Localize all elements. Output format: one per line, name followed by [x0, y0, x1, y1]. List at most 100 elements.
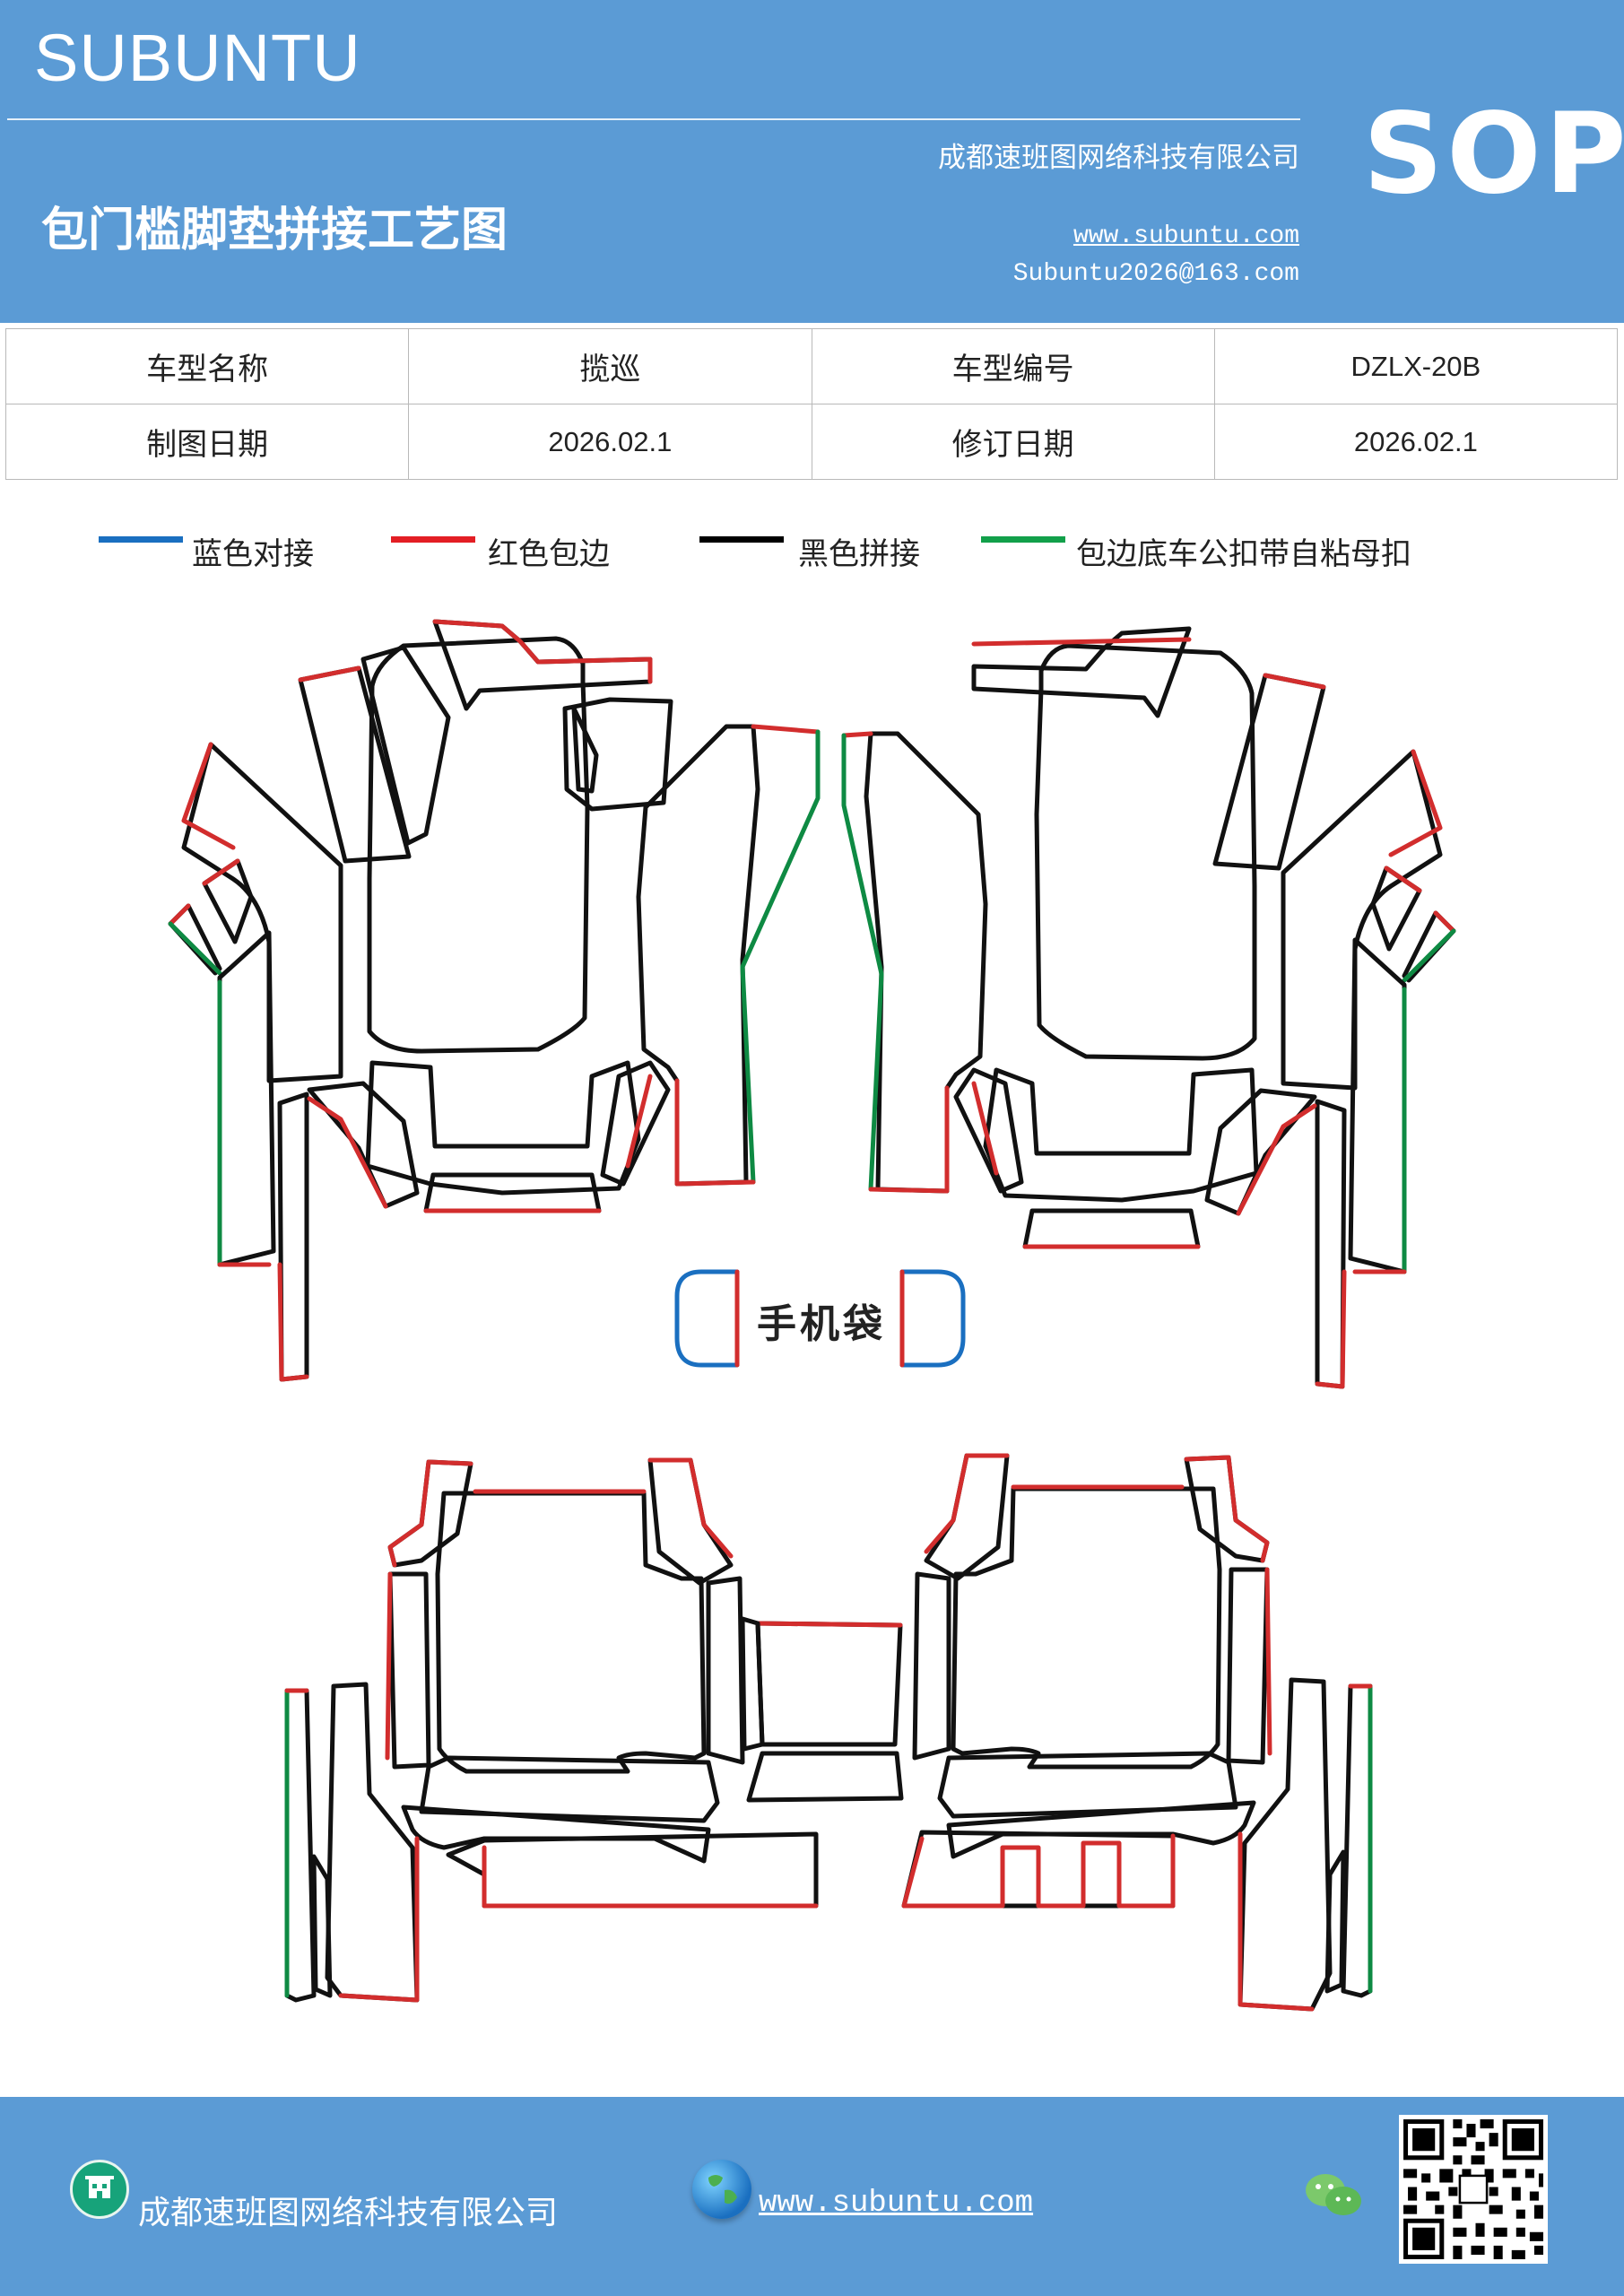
header-email[interactable]: Subuntu2026@163.com: [1012, 260, 1299, 288]
mat-piece: [1022, 1208, 1201, 1249]
mat-piece: [284, 1688, 317, 2003]
mat-piece: [1263, 673, 1326, 690]
building-icon: [70, 2160, 129, 2219]
mat-piece: [307, 1096, 388, 1209]
legend: 蓝色对接 红色包边 黑色拼接 包边底车公扣带自粘母扣: [0, 529, 1624, 574]
mat-piece: [181, 742, 236, 850]
draw-date-value: 2026.02.1: [408, 404, 812, 480]
mat-piece: [387, 1459, 473, 1568]
header-website-link[interactable]: www.subuntu.com: [1073, 222, 1299, 250]
mat-piece: [277, 1262, 309, 1382]
mat-piece: [1348, 937, 1407, 1274]
mat-piece: [924, 1453, 1010, 1554]
model-name-label: 车型名称: [4, 328, 410, 404]
mat-piece: [1212, 673, 1326, 871]
mat-piece: [937, 1751, 1238, 1819]
legend-label: 蓝色对接: [192, 536, 314, 572]
mat-piece: [674, 1078, 756, 1187]
legend-swatch-green: [981, 536, 1065, 543]
mat-piece: [647, 1457, 734, 1586]
mat-piece: [1315, 1269, 1347, 1389]
mat-piece: [971, 637, 1192, 647]
model-code-value: DZLX-20B: [1213, 328, 1619, 404]
mat-piece: [217, 930, 276, 1267]
mat-piece: [181, 742, 343, 1083]
mat-piece: [277, 1091, 309, 1382]
mat-piece: [1324, 1849, 1346, 1994]
header-company: 成都速班图网络科技有限公司: [938, 142, 1299, 174]
mat-piece: [432, 619, 653, 684]
header-banner: SUBUNTU 成都速班图网络科技有限公司 包门槛脚垫拼接工艺图 www.sub…: [0, 0, 1624, 323]
table-row: 车型名称 揽巡 车型编号 DZLX-20B: [4, 328, 1619, 404]
mat-piece: [1204, 1088, 1317, 1216]
model-code-label: 车型编号: [811, 328, 1215, 404]
mat-piece: [1402, 928, 1456, 983]
mat-piece: [625, 1074, 653, 1169]
mat-piece: [168, 921, 222, 976]
mat-piece: [740, 1616, 765, 1752]
rear-mat: [284, 1457, 904, 2003]
mat-piece: [1433, 910, 1456, 934]
front-left-mat: [168, 619, 821, 1382]
pocket-right: [899, 1269, 966, 1368]
mat-piece: [435, 1491, 707, 1774]
model-name-value: 揽巡: [408, 328, 812, 404]
mat-piece: [901, 1833, 1176, 1909]
revision-date-value: 2026.02.1: [1213, 404, 1619, 480]
draw-date-label: 制图日期: [4, 404, 410, 480]
phone-pocket: [674, 1269, 966, 1368]
mat-piece: [971, 1081, 999, 1176]
mat-piece: [338, 1836, 420, 2003]
mat-piece: [385, 1571, 393, 1761]
legend-label: 黑色拼接: [798, 536, 920, 572]
mat-piece: [746, 1751, 904, 1803]
mat-piece: [924, 1453, 1010, 1581]
mat-piece: [1388, 749, 1443, 857]
mat-piece: [755, 1621, 903, 1628]
legend-label: 红色包边: [488, 536, 610, 572]
legend-swatch-red: [391, 536, 475, 543]
mat-piece: [401, 1805, 711, 1864]
mat-piece: [841, 731, 873, 738]
legend-label: 包边底车公扣带自粘母扣: [1076, 536, 1411, 572]
footer-company: 成都速班图网络科技有限公司: [138, 2195, 559, 2231]
wechat-icon: [1302, 2169, 1365, 2222]
mat-piece: [1236, 1103, 1317, 1216]
mat-piece: [912, 1571, 951, 1761]
mat-piece: [1238, 1677, 1333, 2012]
mat-piece: [202, 858, 240, 886]
legend-swatch-black: [699, 536, 784, 543]
mat-piece: [1034, 643, 1257, 1061]
mat-piece: [600, 1060, 671, 1187]
brand-name: SUBUNTU: [34, 21, 361, 95]
globe-icon: [692, 2160, 751, 2219]
footer-website-link[interactable]: www.subuntu.com: [759, 2187, 1034, 2221]
mat-piece: [307, 1081, 420, 1209]
page-title: 包门槛脚垫拼接工艺图: [41, 204, 508, 257]
mat-piece: [365, 1060, 641, 1196]
mat-piece: [1184, 1455, 1270, 1563]
mat-piece: [983, 1067, 1259, 1203]
mat-piece: [419, 1755, 720, 1823]
mat-piece: [1315, 1099, 1347, 1389]
table-row: 制图日期 2026.02.1 修订日期 2026.02.1: [4, 404, 1619, 480]
mat-piece: [1384, 865, 1422, 893]
mat-piece: [1341, 1683, 1373, 1998]
mat-piece: [1281, 749, 1443, 1091]
mat-piece: [387, 1571, 431, 1770]
mat-piece: [740, 729, 821, 1185]
pocket-left: [674, 1269, 740, 1368]
mat-piece: [1226, 1567, 1270, 1765]
mat-piece: [1238, 1831, 1315, 2012]
mat-piece: [367, 636, 590, 1054]
mat-piece: [311, 1854, 333, 1998]
mat-piece: [841, 733, 884, 1192]
mat-piece: [571, 706, 599, 794]
mat-piece: [1184, 1455, 1270, 1563]
mat-piece: [755, 1621, 903, 1747]
mat-piece: [868, 1085, 950, 1194]
mat-piece: [446, 1831, 819, 1909]
mat-piece: [946, 1800, 1256, 1859]
mat-piece: [953, 1067, 1024, 1194]
